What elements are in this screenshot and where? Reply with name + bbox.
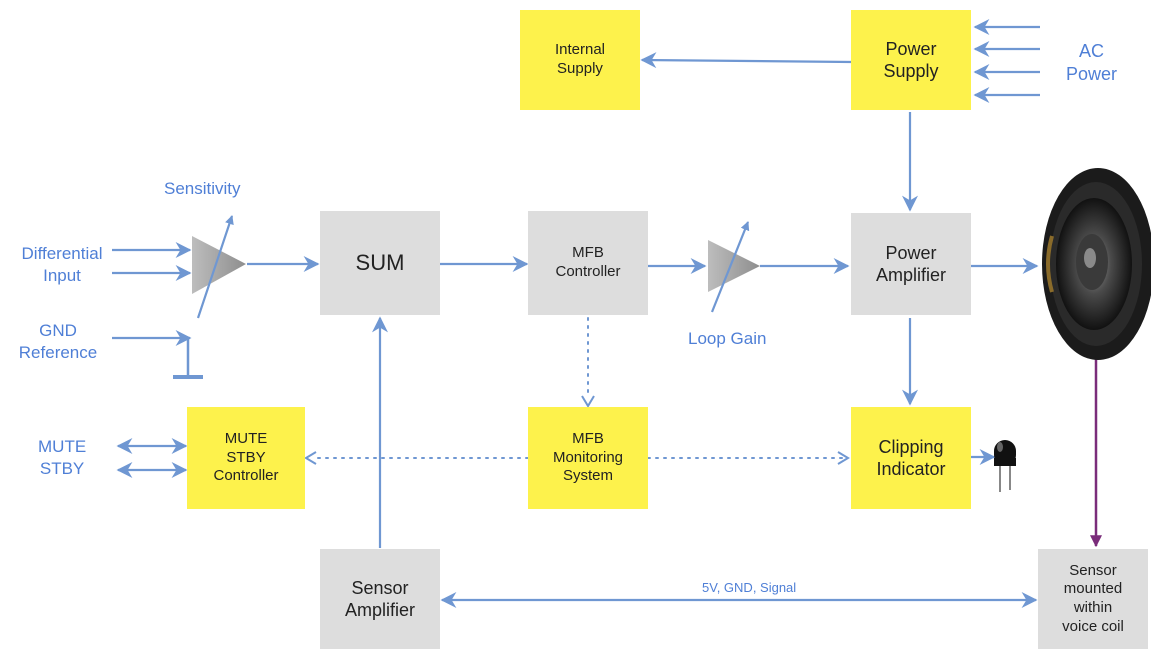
dotted-arrowhead-down: [581, 395, 595, 408]
loop-gain-amplifier-icon: [708, 221, 760, 313]
internal-supply-block: Internal Supply: [520, 10, 640, 110]
sensor-amplifier-block: Sensor Amplifier: [320, 549, 440, 649]
power-supply-block: Power Supply: [851, 10, 971, 110]
mfb-monitoring-system-block: MFB Monitoring System: [528, 407, 648, 509]
dotted-arrowhead-left: [304, 451, 317, 465]
mute-stby-label: MUTE STBY: [38, 437, 87, 479]
loop-gain-label: Loop Gain: [688, 329, 767, 348]
dotted-arrowhead-right: [837, 451, 850, 465]
gnd-reference-label: GND Reference: [18, 321, 98, 363]
power-amplifier-block: Power Amplifier: [851, 213, 971, 315]
sensor-voice-coil-block: Sensor mounted within voice coil: [1038, 549, 1148, 649]
differential-input-label: Differential Input: [21, 244, 103, 286]
ground-symbol-icon: [173, 338, 203, 379]
amplifier-triangle-icon: [192, 215, 246, 319]
mute-stby-controller-block: MUTE STBY Controller: [187, 407, 305, 509]
loudspeaker-icon: [1042, 168, 1151, 360]
led-icon: [994, 440, 1016, 492]
clipping-indicator-block: Clipping Indicator: [851, 407, 971, 509]
sum-block: SUM: [320, 211, 440, 315]
sensor-bus-label: 5V, GND, Signal: [702, 580, 797, 595]
mfb-controller-block: MFB Controller: [528, 211, 648, 315]
supply-to-internal-arrow: [640, 52, 853, 69]
sensitivity-label: Sensitivity: [164, 179, 241, 198]
ac-power-label: AC Power: [1066, 41, 1118, 85]
